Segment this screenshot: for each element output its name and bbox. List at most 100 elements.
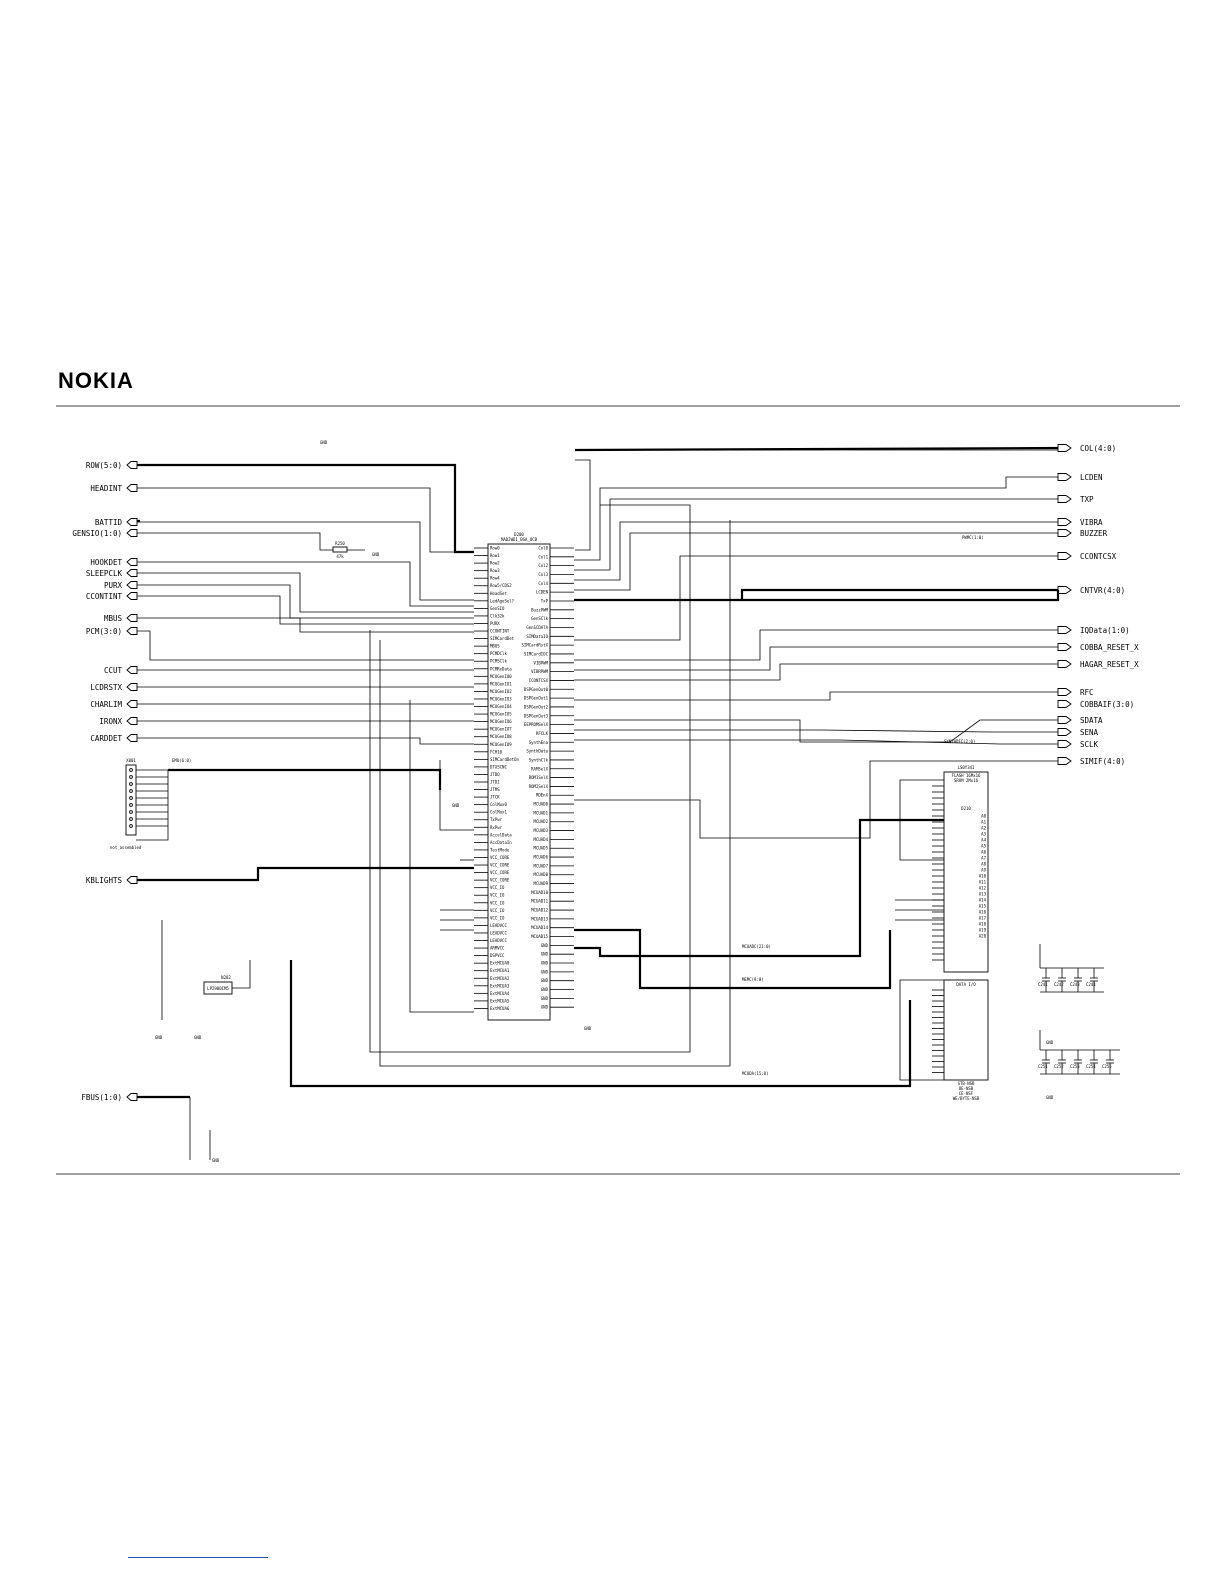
emu-pin	[129, 768, 133, 772]
signal-wire	[574, 760, 1058, 839]
port-label-fbus: FBUS(1:0)	[81, 1093, 122, 1102]
mad-left-pin: ExtMCUA0	[490, 961, 510, 966]
mad-left-pin: LEADVCC	[490, 923, 507, 928]
port-flag-row	[126, 461, 138, 469]
flash-pin: A12	[979, 886, 987, 891]
signal-wire	[137, 521, 474, 601]
port-flag-hagar_reset	[1057, 660, 1072, 668]
port-label-vibra: VIBRA	[1080, 518, 1103, 527]
mad-left-pin: VCC_CORE	[490, 855, 510, 860]
flash-pin: A6	[981, 850, 986, 855]
flash-pin: A8	[981, 862, 986, 867]
gnd-label: GND	[320, 440, 328, 445]
signal-wire	[137, 572, 474, 613]
gnd-label: GND	[452, 803, 460, 808]
port-flag-cntvr	[1057, 586, 1072, 594]
gnd-label: GND	[372, 552, 380, 557]
port-flag-kblights	[126, 876, 138, 884]
mad-left-pin: Row3	[490, 568, 500, 573]
mad-left-pin: MCUGenIO7	[490, 727, 512, 732]
port-label-hagar_reset: HAGAR_RESET_X	[1080, 660, 1139, 669]
bus-wire	[137, 866, 474, 882]
mad-right-pin: MCUAD8	[534, 872, 549, 877]
mad-left-pin: RxPwr	[490, 825, 503, 830]
port-flag-fbus	[126, 1093, 138, 1101]
mad-left-pin: Row2	[490, 561, 500, 566]
port-flag-vibra	[1057, 518, 1072, 526]
port-flag-ccut	[126, 666, 138, 674]
mad-left-pin: JTDI	[490, 780, 500, 785]
mad-left-pin: MCUGenIO5	[490, 712, 512, 717]
mad-left-pin: TestMode	[490, 847, 510, 852]
mad-right-pin: MCUAD0	[534, 802, 549, 807]
mad-left-pin: MCUGenIO8	[490, 734, 512, 739]
bus-label-memc: MEMC(9:0)	[742, 977, 764, 982]
mad-right-pin: GND	[541, 943, 549, 948]
mad-right-pin: GND	[541, 952, 549, 957]
port-flag-buzzer	[1057, 529, 1072, 537]
mad-right-pin: DSPGenOut3	[524, 713, 549, 718]
flash-pin: A19	[979, 928, 987, 933]
emu-pin	[129, 775, 133, 779]
port-flag-col	[1057, 444, 1072, 452]
mad-left-pin: ExtMCUA4	[490, 991, 510, 996]
signal-wire	[369, 504, 691, 1053]
bus-label-mcuadc: MCUADC(21:0)	[742, 944, 771, 949]
port-flag-purx	[126, 581, 138, 589]
mad-left-pin: MCUGenIO4	[490, 704, 512, 709]
gnd-label: GND	[194, 1035, 202, 1040]
mad-left-pin: SIMCardDetOn	[490, 757, 519, 762]
signal-wire	[574, 532, 1058, 591]
flash-pin: A2	[981, 826, 986, 831]
mad-right-pin: MCUAD15	[531, 934, 548, 939]
mad-right-pin: GND	[541, 961, 549, 966]
mad-left-pin: Row5/CDS2	[490, 583, 512, 588]
mad-right-pin: MCUAD12	[531, 908, 548, 913]
signal-wire	[137, 584, 474, 619]
port-flag-ccontcsx	[1057, 552, 1072, 560]
signal-wire	[574, 555, 1058, 641]
caps-bottom-cap-ref: C252	[1054, 1064, 1064, 1069]
signal-wire	[137, 561, 474, 607]
wires	[136, 446, 1060, 1160]
bus-wire	[574, 818, 944, 958]
port-flag-headint	[126, 484, 138, 492]
mad-left-pin: AccelData	[490, 832, 512, 837]
port-flag-genseio	[126, 529, 138, 537]
mad-right-pin: MCUAD14	[531, 925, 548, 930]
mad-left-pin: MCUGenIO1	[490, 681, 512, 686]
flash-ref: D210	[961, 806, 971, 811]
signal-wire	[574, 691, 1058, 701]
flash-pin: A9	[981, 868, 986, 873]
mad-left-pin: MCUGenIO2	[490, 689, 512, 694]
right-ports: COL(4:0)LCDENTXPVIBRABUZZERCCONTCSXCNTVR…	[1057, 444, 1139, 766]
emu-pin	[129, 789, 133, 793]
port-label-cobbaif: COBBAIF(3:0)	[1080, 700, 1134, 709]
signal-wire	[574, 476, 1058, 561]
flash-pin: A7	[981, 856, 986, 861]
port-flag-pcm	[126, 627, 138, 635]
port-flag-iqdata	[1057, 626, 1072, 634]
port-label-buzzer: BUZZER	[1080, 529, 1108, 538]
mad-left-pin: AccDataIn	[490, 840, 512, 845]
mad-right-pin: DSPGenOut0	[524, 687, 549, 692]
port-label-charlim: CHARLIM	[90, 700, 122, 709]
port-label-lcden: LCDEN	[1080, 473, 1103, 482]
mad-right-pin: GND	[541, 1005, 549, 1010]
mad-right-pin: SynthClk	[529, 757, 549, 762]
mad-left-pin: ColMux1	[490, 810, 507, 815]
signal-wire	[136, 770, 169, 841]
mad-right-pin: RDEnX	[536, 793, 549, 798]
signal-wire	[574, 498, 1058, 571]
mad-part: MAD2WD1_BGA_OCB	[501, 537, 538, 542]
mad-left-pin: MCUGenIO0	[490, 674, 512, 679]
mad-left-pin: JTDO	[490, 772, 500, 777]
signal-wire	[137, 595, 474, 625]
signal-wire	[575, 459, 591, 551]
gnd-label: GND	[584, 1026, 592, 1031]
footer-link[interactable]	[128, 1557, 268, 1558]
data-io-label: DATA I/O	[956, 982, 976, 987]
mad-right-pin: VIBPWM	[534, 660, 549, 665]
mad-right-pin: GND	[541, 978, 549, 983]
